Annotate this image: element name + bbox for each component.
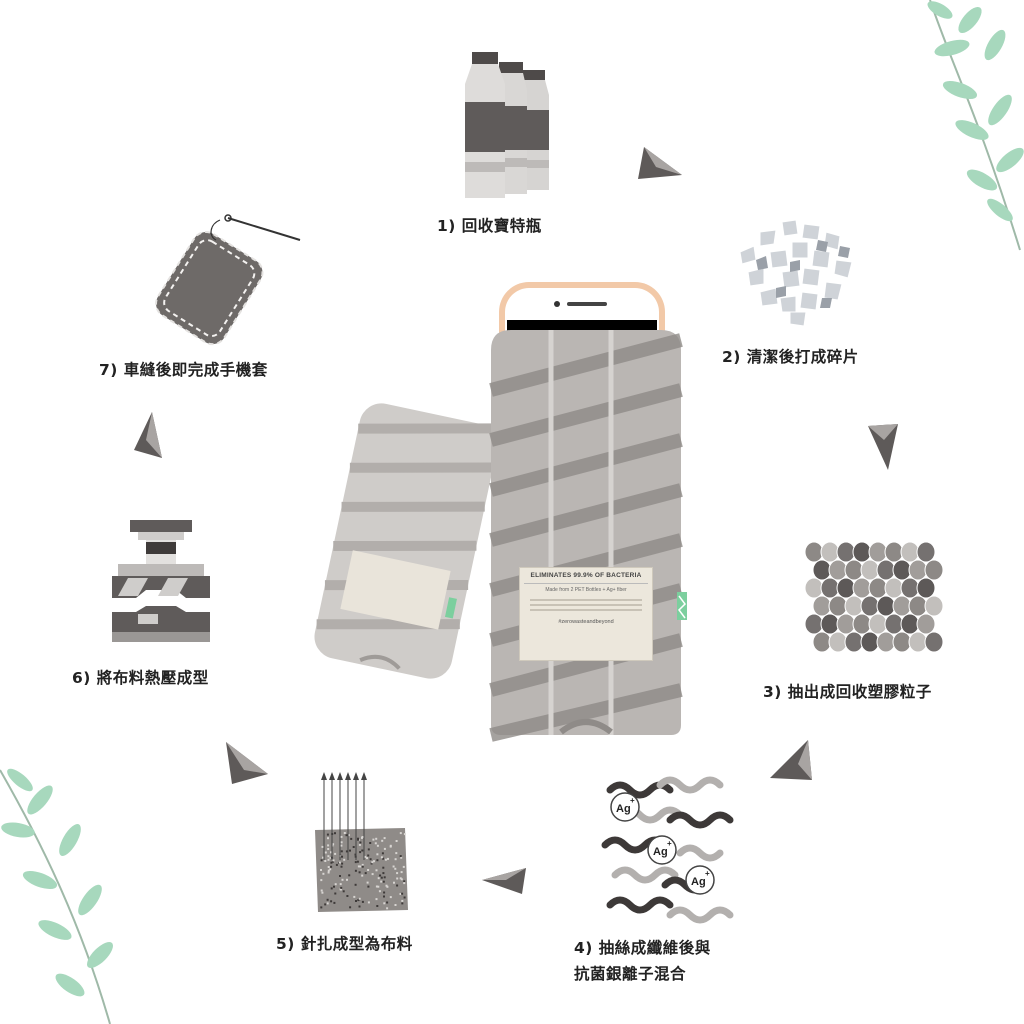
front-felt-case: [489, 330, 687, 742]
tag-subline: Made from 2 PET Bottles + Ag+ fiber: [524, 583, 648, 593]
pellet: [884, 577, 904, 599]
pellet: [868, 613, 888, 635]
step-3-label: 3) 抽出成回收塑膠粒子: [763, 683, 932, 701]
svg-text:Ag: Ag: [653, 846, 668, 858]
pellet: [924, 595, 944, 617]
step-2-label: 2) 清潔後打成碎片: [722, 348, 859, 366]
svg-text:Ag: Ag: [691, 876, 706, 888]
pellet: [876, 559, 896, 581]
pet-bottles-icon: [465, 52, 549, 198]
step-6-label: 6) 將布料熱壓成型: [72, 669, 209, 687]
svg-text:+: +: [630, 796, 635, 805]
back-felt-case: [314, 403, 502, 679]
pellet: [812, 559, 832, 581]
pellet: [884, 541, 904, 563]
svg-text:+: +: [667, 839, 672, 848]
pellet: [820, 541, 840, 563]
pellet: [892, 631, 912, 653]
silver-ion-badge: Ag +: [610, 792, 640, 822]
pellet: [836, 577, 856, 599]
pellet: [860, 559, 880, 581]
pellet: [844, 559, 864, 581]
pellet: [900, 577, 920, 599]
needle-punch-fabric-icon: [315, 772, 408, 912]
pellet: [900, 541, 920, 563]
pellet: [924, 631, 944, 653]
pellet: [852, 541, 872, 563]
heat-press-icon: [112, 520, 210, 642]
tag-body-lines: [524, 599, 648, 611]
silver-ion-badge: Ag +: [647, 835, 677, 865]
sewing-case-icon: [155, 214, 301, 346]
pellet: [860, 595, 880, 617]
tag-hashtag: #zerowasteandbeyond: [558, 619, 614, 625]
leaf-branch-top-right: [927, 0, 1024, 251]
step-1-label: 1) 回收寶特瓶: [437, 217, 542, 235]
step-5-label: 5) 針扎成型為布料: [276, 935, 413, 953]
pellet: [876, 595, 896, 617]
pellet: [916, 613, 936, 635]
pellet: [908, 595, 928, 617]
pellet: [812, 595, 832, 617]
pellet: [924, 559, 944, 581]
pellet: [804, 541, 824, 563]
pellet: [828, 595, 848, 617]
svg-text:Ag: Ag: [616, 803, 631, 815]
pellet: [836, 541, 856, 563]
svg-text:+: +: [705, 869, 710, 878]
pellet: [844, 631, 864, 653]
leaf-branch-bottom-left: [0, 768, 113, 1024]
pellet: [804, 577, 824, 599]
pellet: [844, 595, 864, 617]
pellet: [820, 613, 840, 635]
pellet: [828, 559, 848, 581]
fibers-silver-ions-icon: Ag + Ag + Ag +: [601, 776, 734, 924]
arrow-step3-to-4: [770, 740, 812, 780]
plastic-flakes-icon: [739, 219, 853, 327]
step-7-label: 7) 車縫後即完成手機套: [99, 361, 268, 379]
arrow-step5-to-6: [226, 742, 268, 784]
arrow-step2-to-3: [868, 424, 898, 470]
pellet: [908, 631, 928, 653]
antibacterial-tag: ELIMINATES 99.9% OF BACTERIA Made from 2…: [519, 567, 653, 661]
pellet: [868, 541, 888, 563]
pellet: [916, 541, 936, 563]
pellet: [852, 613, 872, 635]
step-4-label: 4) 抽絲成纖維後與 抗菌銀離子混合: [574, 939, 711, 983]
pellet: [876, 631, 896, 653]
pellet: [860, 631, 880, 653]
arrow-step1-to-2: [638, 147, 682, 179]
pellet: [892, 559, 912, 581]
pellet: [892, 595, 912, 617]
tag-headline: ELIMINATES 99.9% OF BACTERIA: [530, 572, 642, 579]
arrow-step4-to-5: [482, 868, 526, 894]
silver-ion-badge: Ag +: [685, 865, 715, 895]
pellet: [868, 577, 888, 599]
pellet: [836, 613, 856, 635]
pellet: [900, 613, 920, 635]
arrow-step6-to-7: [134, 412, 162, 458]
pellet: [828, 631, 848, 653]
plastic-pellets-icon: [804, 541, 944, 653]
pellet: [908, 559, 928, 581]
pellet: [804, 613, 824, 635]
pellet: [820, 577, 840, 599]
pellet: [812, 631, 832, 653]
pellet: [916, 577, 936, 599]
pellet: [852, 577, 872, 599]
pellet: [884, 613, 904, 635]
